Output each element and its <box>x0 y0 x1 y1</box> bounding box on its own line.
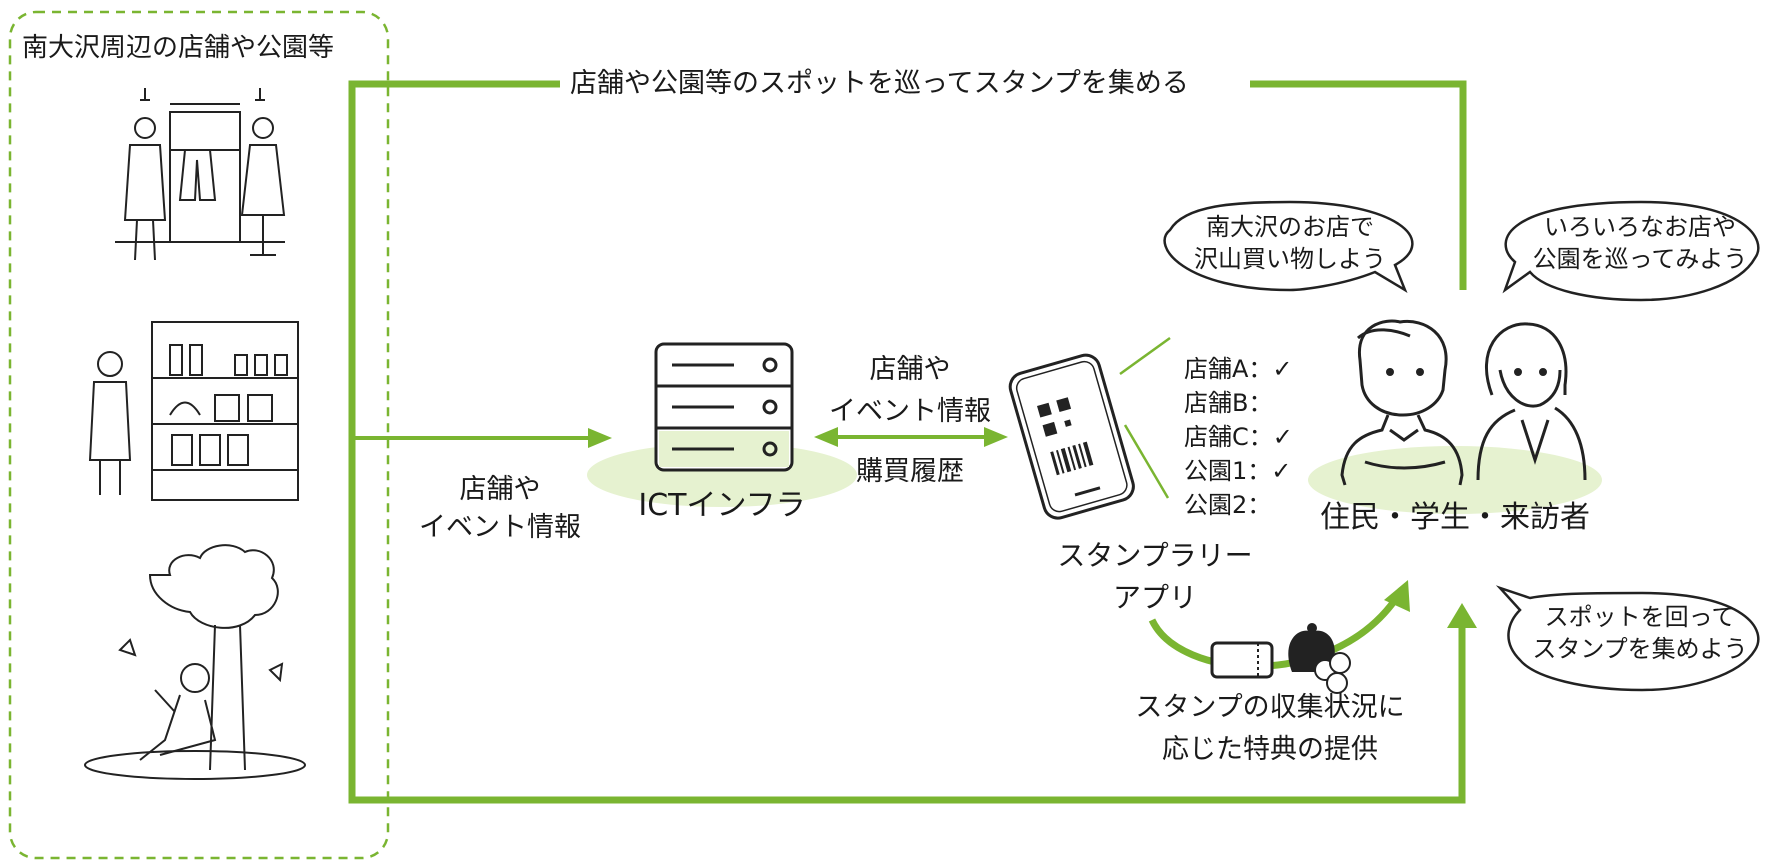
reward-line1: スタンプの収集状況に <box>1135 692 1405 723</box>
smartphone-qr-icon <box>1008 353 1135 520</box>
area-title: 南大沢周辺の店舗や公園等 <box>22 33 335 63</box>
stamp-checklist: 店舗A：✓ 店舗B： 店舗C：✓ 公園1：✓ 公園2： <box>1184 352 1293 522</box>
reading-under-tree-icon <box>84 544 306 780</box>
server-icon <box>654 342 794 472</box>
bubble-shop <box>1163 200 1414 293</box>
clothing-store-icon <box>115 88 286 261</box>
bubble-stamp-line2: スタンプを集めよう <box>1532 635 1748 663</box>
top-flow-label: 店舗や公園等のスポットを巡ってスタンプを集める <box>566 66 1193 102</box>
bubble-visit-line1: いろいろなお店や <box>1544 213 1736 241</box>
exchange-line2: イベント情報 <box>829 396 991 427</box>
left-flow-arrowhead <box>588 428 612 448</box>
checklist-item: 公園1：✓ <box>1184 457 1292 485</box>
exchange-arrowhead-right <box>984 427 1008 447</box>
checklist-pointer-bottom <box>1123 424 1170 499</box>
infra-label: ICTインフラ <box>638 488 806 523</box>
man-arms-crossed-icon <box>1340 319 1464 486</box>
exchange-arrowhead-left <box>814 427 838 447</box>
app-label-line1: スタンプラリー <box>1057 539 1253 572</box>
main-flow-loop <box>348 80 1467 804</box>
area-dashed-boundary <box>8 10 390 860</box>
grocery-clerk-icon <box>88 321 299 501</box>
bubble-stamp-line1: スポットを回って <box>1544 603 1736 631</box>
bubble-shop-line2: 沢山買い物しよう <box>1194 245 1386 273</box>
checklist-item: 店舗B： <box>1184 389 1273 417</box>
checklist-pointer-top <box>1119 336 1171 376</box>
loop-arrowhead-up <box>1447 603 1477 628</box>
bubble-stamp <box>1495 585 1760 692</box>
bubble-shop-line1: 南大沢のお店で <box>1206 213 1374 241</box>
users-highlight <box>1308 446 1602 514</box>
reward-arrowhead <box>1384 580 1410 612</box>
checklist-item: 店舗A：✓ <box>1184 355 1293 383</box>
left-flow-line1: 店舗や <box>459 474 541 505</box>
checklist-item: 店舗C：✓ <box>1184 423 1293 451</box>
coin-purse-icon <box>1288 623 1351 694</box>
bubble-visit <box>1502 200 1760 302</box>
bubble-visit-line2: 公園を巡ってみよう <box>1532 245 1748 273</box>
exchange-line3: 購買履歴 <box>856 456 964 487</box>
users-label: 住民・学生・来訪者 <box>1320 500 1590 535</box>
checklist-item: 公園2： <box>1184 491 1272 519</box>
ticket-icon <box>1210 641 1274 679</box>
reward-line2: 応じた特典の提供 <box>1162 734 1378 765</box>
exchange-line1: 店舗や <box>869 354 951 385</box>
app-label-line2: アプリ <box>1112 581 1197 614</box>
left-flow-line2: イベント情報 <box>419 512 581 543</box>
woman-thinking-icon <box>1476 322 1587 481</box>
